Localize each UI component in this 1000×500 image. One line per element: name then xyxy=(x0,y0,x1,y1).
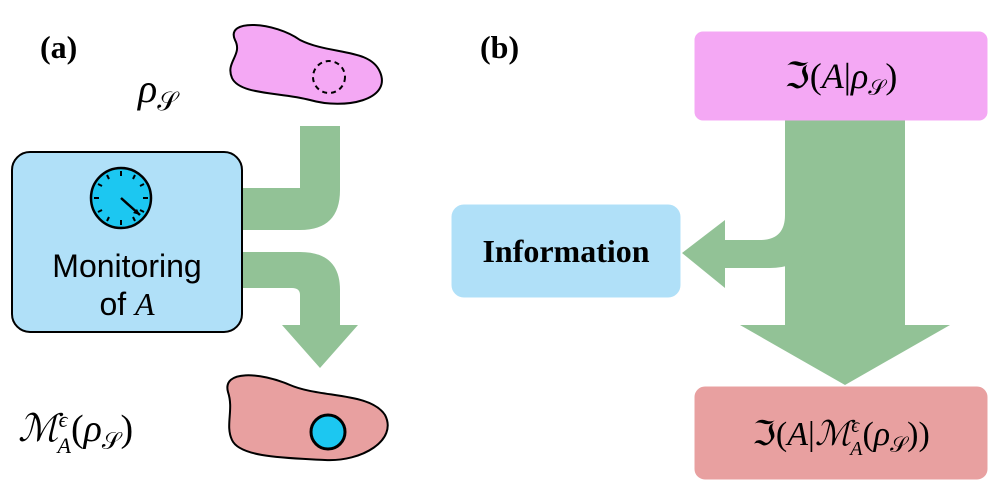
information-box xyxy=(451,204,681,298)
arrow-to-information xyxy=(682,200,810,288)
bottom-box xyxy=(694,386,988,480)
result-dot xyxy=(309,413,347,451)
arrow-state-to-monitor xyxy=(240,126,340,230)
rho-label: ρ𝒮 xyxy=(136,66,180,116)
monitoring-text-line1: Monitoring xyxy=(52,248,201,284)
dashed-circle xyxy=(312,60,346,94)
arrow-top-to-bottom xyxy=(740,118,950,385)
monitoring-box xyxy=(11,151,243,333)
clock-icon xyxy=(89,166,153,230)
result-blob xyxy=(226,374,389,462)
monitoring-text-line2: of A xyxy=(99,286,155,322)
panel-b-label: (b) xyxy=(480,29,519,65)
information-text: Information xyxy=(482,233,649,269)
top-box xyxy=(694,31,988,121)
panel-a-label: (a) xyxy=(40,29,77,65)
state-blob xyxy=(229,23,383,105)
arrow-monitor-to-result xyxy=(240,252,358,368)
